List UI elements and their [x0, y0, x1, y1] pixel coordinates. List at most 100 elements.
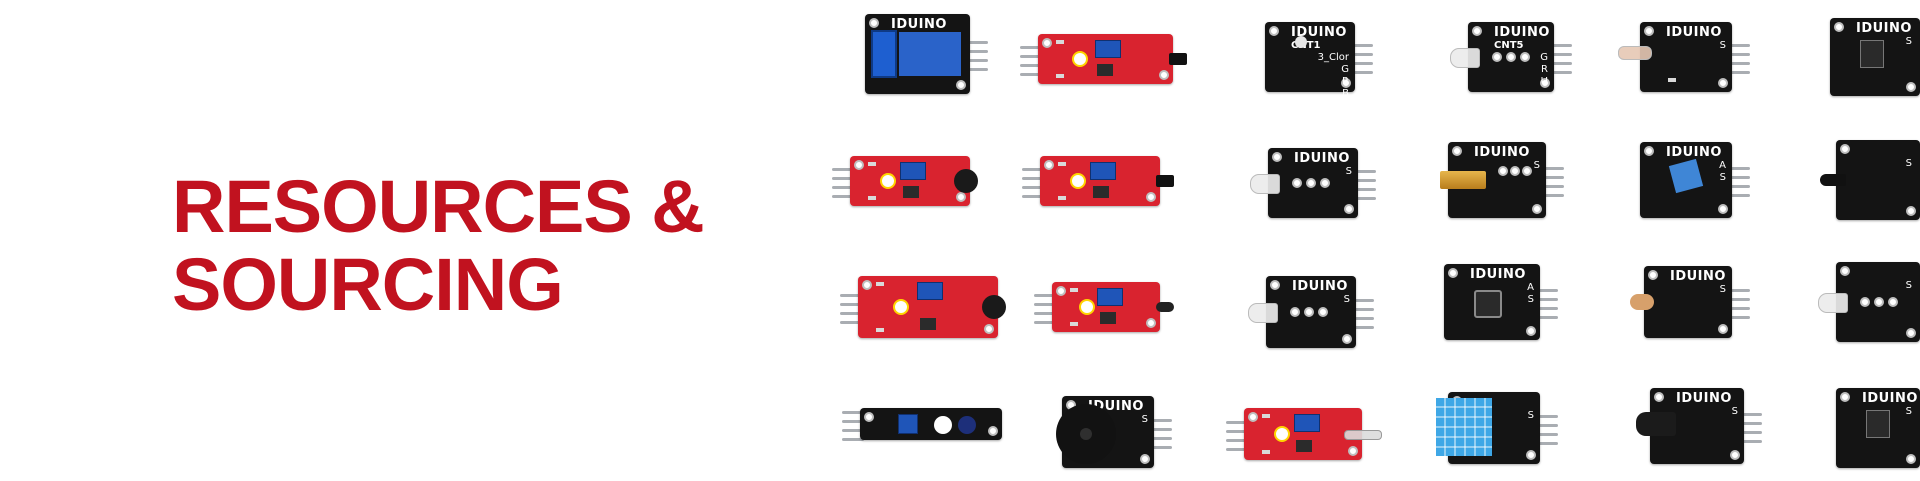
thermistor-module: S [1820, 140, 1920, 220]
module-board: S [1820, 140, 1920, 220]
board-pin-label: A [1527, 282, 1534, 293]
header-pin [1542, 193, 1564, 197]
header-pin [840, 311, 862, 315]
ic-chip [1097, 64, 1114, 76]
mount-hole [988, 426, 998, 436]
potentiometer [1090, 162, 1117, 180]
module-board [1244, 408, 1382, 460]
board-pin-label: A [1719, 160, 1726, 171]
header-pin [1550, 61, 1572, 65]
board-pin-label: U [1540, 76, 1548, 87]
header-pin [1550, 70, 1572, 74]
board-brand-label: IDUINO [1862, 391, 1918, 406]
flame-sensor-lens [1618, 46, 1652, 60]
header-pin [1226, 447, 1248, 451]
mount-hole [854, 160, 864, 170]
board-pin-label: S [1719, 284, 1726, 295]
potentiometer [1293, 414, 1320, 432]
pad-ring [1888, 297, 1898, 307]
smd-resistor [868, 196, 876, 200]
header-pin [1728, 184, 1750, 188]
mount-hole [869, 18, 879, 28]
pad-ring [1320, 178, 1330, 188]
mount-hole [1342, 334, 1352, 344]
pad-ring [1510, 166, 1520, 176]
header-pin [1728, 43, 1750, 47]
reed-switch-module [1226, 408, 1382, 460]
board-brand-label: IDUINO [1470, 267, 1526, 282]
header-pin [832, 194, 854, 198]
line-tracking-module [842, 408, 1002, 441]
header-pin [966, 49, 988, 53]
board-pin-label: S [1905, 158, 1912, 169]
header-pin [1351, 70, 1373, 74]
mount-hole [1348, 446, 1358, 456]
hall-sensor-chip [1156, 175, 1174, 187]
temperature-sensor-module [1034, 282, 1174, 332]
board-pin-label: B [1342, 88, 1349, 99]
header-pin [1550, 43, 1572, 47]
header-pin [1536, 432, 1558, 436]
header-pin [1536, 414, 1558, 418]
mount-hole [984, 324, 994, 334]
mount-hole [1840, 144, 1850, 154]
mount-hole [1648, 270, 1658, 280]
hall-sensor-chip [1169, 53, 1187, 65]
header-pin [1536, 315, 1558, 319]
led-lens [1248, 303, 1278, 323]
header-pin [1728, 193, 1750, 197]
pad-ring [1874, 297, 1884, 307]
board-pin-label: S [1527, 410, 1534, 421]
header-pin [840, 320, 862, 324]
header-pin [1536, 441, 1558, 445]
header-pin [1020, 54, 1042, 58]
smd-resistor [876, 328, 884, 332]
board-pin-label: S [1905, 36, 1912, 47]
mount-hole [1448, 268, 1458, 278]
board-pin-label: S [1533, 160, 1540, 171]
banner-headline: RESOURCES & SOURCING [172, 168, 705, 326]
header-pin [966, 40, 988, 44]
ic-chip [919, 318, 936, 330]
pad-ring [1304, 307, 1314, 317]
smd-resistor [1056, 74, 1064, 78]
mount-hole [1540, 78, 1550, 88]
board-pin-label: S [1905, 280, 1912, 291]
ir-receiver-dome [1636, 412, 1676, 436]
header-pin [832, 176, 854, 180]
header-pin [1150, 427, 1172, 431]
mount-hole [1042, 38, 1052, 48]
headline-line-2: SOURCING [172, 243, 564, 326]
header-pin [1150, 445, 1172, 449]
header-pin [1728, 315, 1750, 319]
mount-hole [862, 280, 872, 290]
board-pin-label: R [1342, 76, 1349, 87]
mount-hole [1718, 204, 1728, 214]
header-pin [1536, 423, 1558, 427]
pad-ring [1498, 166, 1508, 176]
mount-hole [1344, 204, 1354, 214]
potentiometer [916, 282, 943, 300]
module-board [1052, 282, 1174, 332]
board-pin-label: S [1141, 414, 1148, 425]
header-pin [1034, 320, 1056, 324]
led-lens [1818, 293, 1848, 313]
header-pin [1020, 72, 1042, 76]
header-pin [1022, 167, 1044, 171]
buzzer-disc [1056, 404, 1116, 464]
board-pin-label: S [1719, 172, 1726, 183]
thermistor-probe [1156, 302, 1174, 312]
header-pin [1150, 436, 1172, 440]
header-pin [1542, 175, 1564, 179]
header-pin [1728, 297, 1750, 301]
header-pin [1728, 175, 1750, 179]
header-pin [1226, 429, 1248, 433]
